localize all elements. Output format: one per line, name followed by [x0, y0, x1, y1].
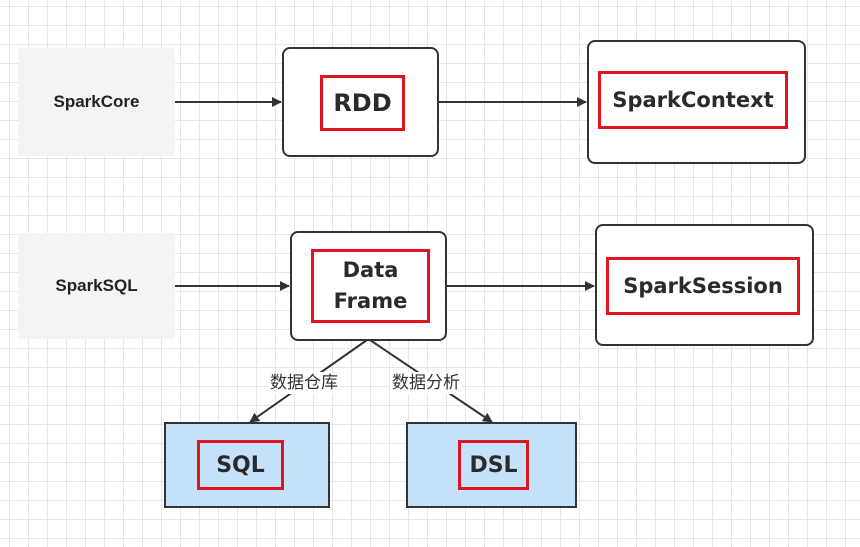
rdd-node: RDD — [282, 47, 439, 157]
sparksession-highlight: SparkSession — [606, 257, 800, 315]
sql-node: SQL — [164, 422, 330, 508]
sql-highlight: SQL — [197, 440, 284, 490]
edge-label-data-warehouse: 数据仓库 — [268, 372, 340, 394]
sparkcontext-highlight: SparkContext — [598, 71, 788, 129]
sparkcontext-node: SparkContext — [587, 40, 806, 164]
edge-label-data-analysis: 数据分析 — [390, 372, 462, 394]
sparksql-label: SparkSQL — [18, 233, 175, 339]
dsl-node: DSL — [406, 422, 577, 508]
rdd-highlight: RDD — [320, 75, 405, 131]
dsl-highlight: DSL — [458, 440, 529, 490]
dataframe-highlight: Data Frame — [311, 249, 430, 323]
sparksession-node: SparkSession — [595, 224, 814, 346]
dataframe-node: Data Frame — [290, 231, 447, 341]
sparkcore-label: SparkCore — [18, 48, 175, 156]
